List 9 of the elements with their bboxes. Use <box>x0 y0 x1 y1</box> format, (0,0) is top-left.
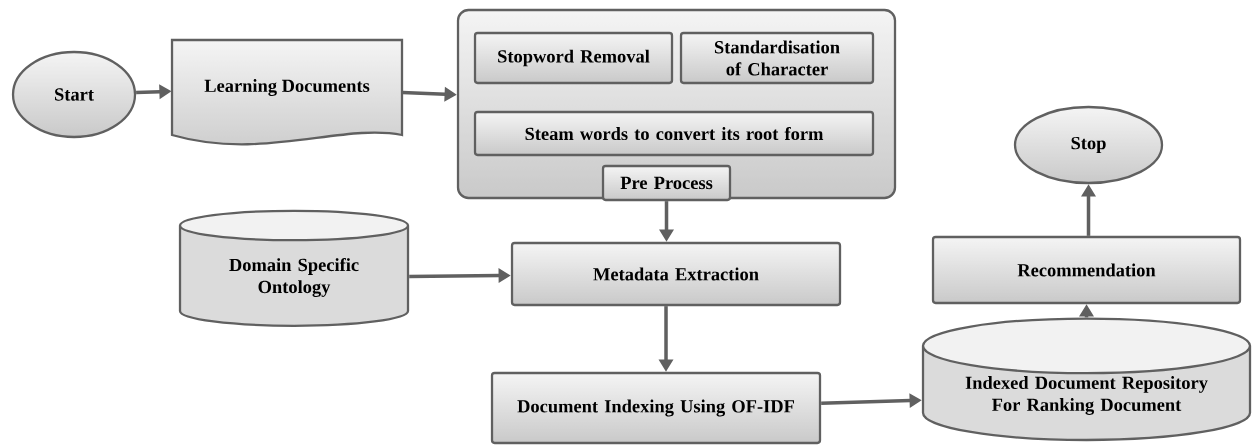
process-box: Metadata Extraction <box>510 241 842 307</box>
process-box: Recommendation <box>931 235 1242 305</box>
process-box: Stopword Removal <box>473 31 674 85</box>
process-box: Steam words to convert its root form <box>473 110 875 157</box>
database-cylinder: Domain Specific Ontology <box>178 209 410 327</box>
process-box: Pre Process <box>601 164 732 202</box>
process-box: Standardisation of Character <box>679 31 875 85</box>
database-cylinder: Indexed Document Repository For Ranking Document <box>921 317 1252 442</box>
process-box: Document Indexing Using OF-IDF <box>490 371 822 445</box>
